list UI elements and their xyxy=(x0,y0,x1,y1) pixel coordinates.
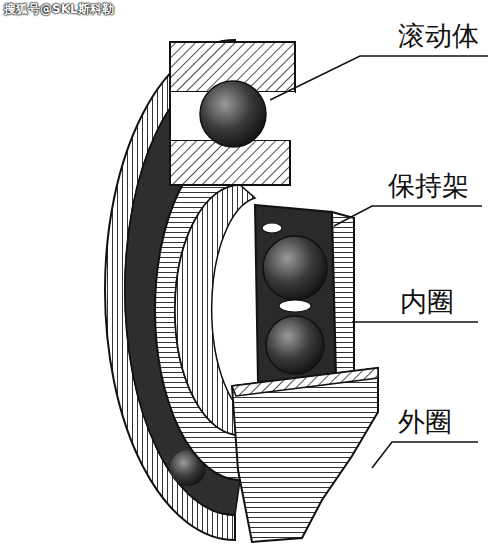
leader-line xyxy=(270,56,488,100)
ball xyxy=(266,316,324,374)
part-label: 滚动体 xyxy=(398,20,479,51)
watermark: 搜狐号@SKL斯科勒 xyxy=(4,3,114,17)
leader-line xyxy=(352,321,478,323)
leader-line xyxy=(334,206,482,226)
part-label: 外圈 xyxy=(398,406,452,437)
cage-bridge xyxy=(279,300,311,312)
inner-ring-face xyxy=(332,212,354,376)
leader-line xyxy=(372,442,478,468)
ball xyxy=(263,236,327,300)
outer-ring-front xyxy=(232,368,378,542)
cage xyxy=(255,205,336,382)
part-label: 保持架 xyxy=(388,170,469,201)
part-label: 内圈 xyxy=(400,286,454,317)
ball xyxy=(200,81,266,147)
